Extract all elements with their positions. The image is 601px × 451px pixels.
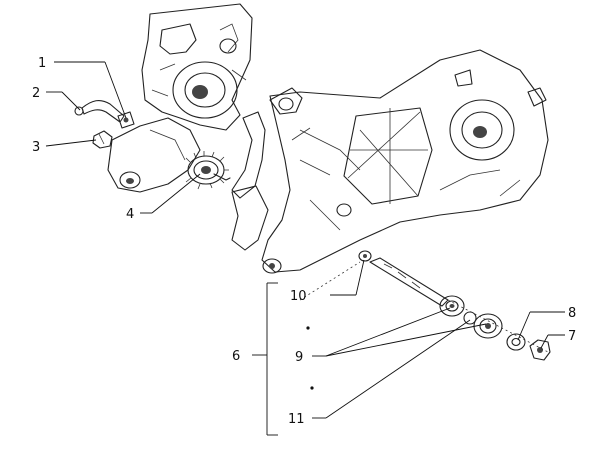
callout-4: 4 bbox=[126, 207, 134, 222]
callout-3: 3 bbox=[32, 140, 40, 155]
callout-7: 7 bbox=[568, 329, 576, 344]
callout-2: 2 bbox=[32, 86, 40, 101]
callout-labels: 1 2 3 4 6 10 9 11 8 7 bbox=[32, 56, 576, 427]
right-crankcase bbox=[231, 49, 549, 274]
callout-9: 9 bbox=[295, 350, 303, 365]
left-crankcase bbox=[107, 3, 253, 193]
part-8-washer bbox=[506, 333, 526, 351]
shaft bbox=[369, 257, 449, 307]
part-1-clip bbox=[117, 111, 135, 129]
part-3-block bbox=[92, 130, 113, 149]
reference-dots bbox=[306, 326, 314, 390]
gasket bbox=[231, 111, 266, 199]
part-10-pin bbox=[358, 250, 372, 262]
callout-8: 8 bbox=[568, 306, 576, 321]
callout-10: 10 bbox=[290, 289, 307, 304]
leader-lines bbox=[45, 61, 565, 436]
part-4-gear bbox=[185, 151, 231, 190]
part-7-nut bbox=[529, 339, 551, 361]
callout-11: 11 bbox=[288, 412, 305, 427]
callout-6: 6 bbox=[232, 349, 240, 364]
part-2-pipe bbox=[74, 99, 125, 123]
callout-1: 1 bbox=[38, 56, 46, 71]
part-9-bearing bbox=[439, 295, 465, 317]
